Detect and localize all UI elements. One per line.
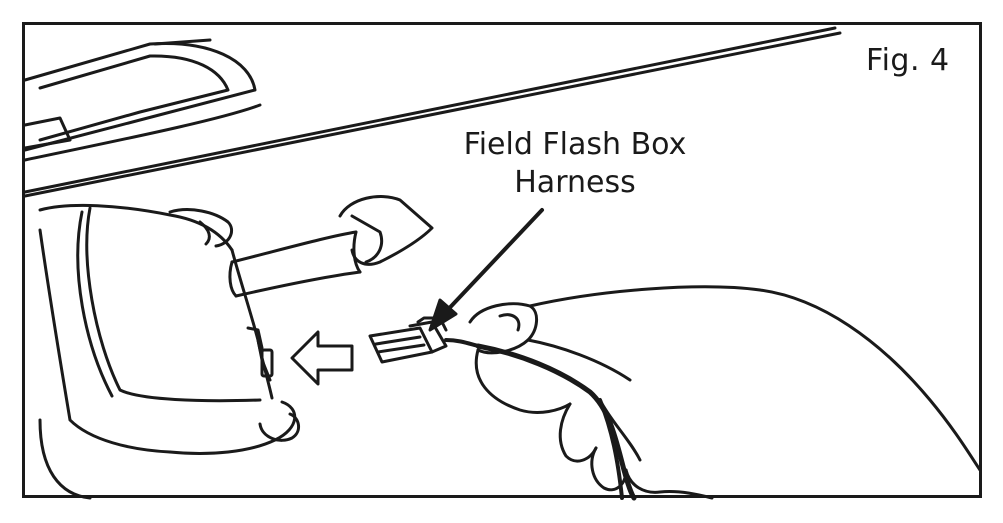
- insert-arrow: [290, 330, 354, 386]
- callout-line-2: Harness: [514, 165, 636, 200]
- overhead-console: [38, 203, 274, 454]
- callout-pointer: [428, 208, 544, 332]
- harness-wire: [475, 343, 637, 501]
- figure-label: Fig. 4: [866, 43, 950, 78]
- right-hand: [468, 285, 982, 500]
- left-hand: [38, 208, 300, 500]
- ceiling-panel: [23, 26, 842, 198]
- harness-connector: [368, 316, 480, 364]
- callout-label: Field Flash Box Harness: [430, 126, 720, 202]
- visor-clip: [228, 195, 434, 298]
- callout-line-1: Field Flash Box: [463, 127, 687, 162]
